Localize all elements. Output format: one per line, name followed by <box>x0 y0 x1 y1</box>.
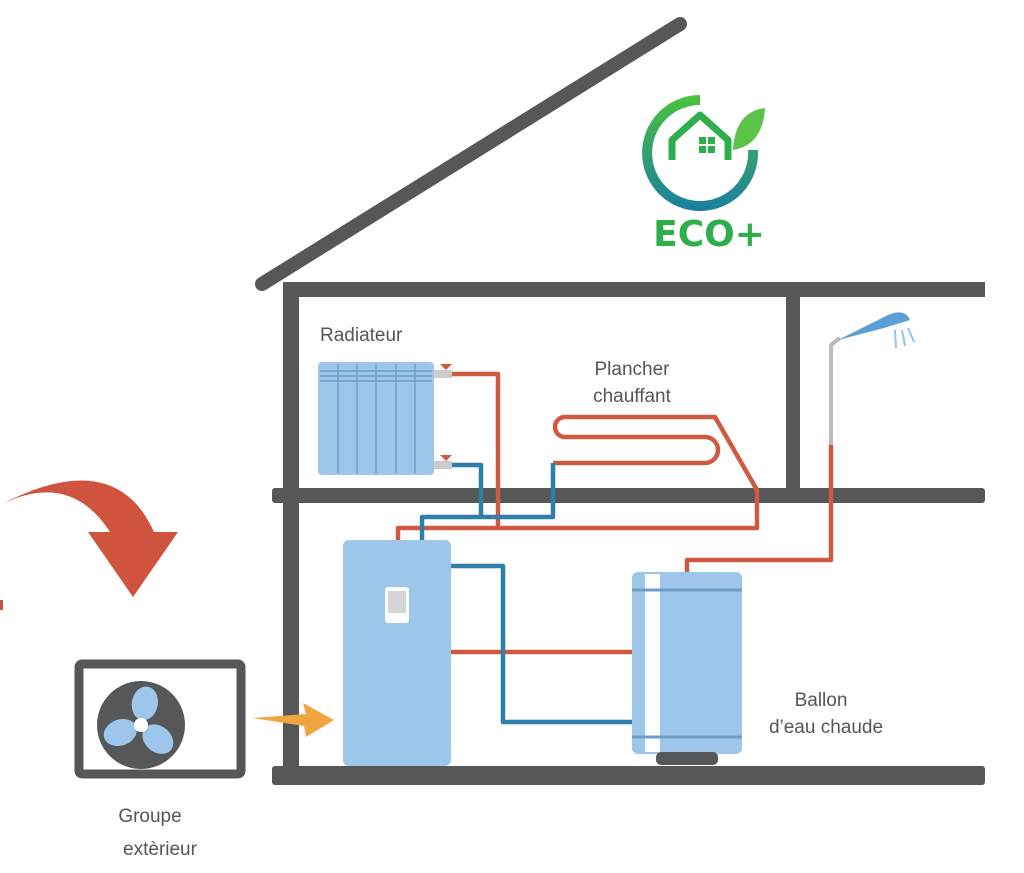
left-wall <box>283 282 299 785</box>
valve-bottom-handle-icon <box>440 455 452 461</box>
valve-top[interactable] <box>434 370 452 378</box>
house-structure <box>255 17 985 785</box>
cold-pipes <box>419 462 632 725</box>
return-manifold-pipe <box>419 463 556 542</box>
heat-capture-arrow-icon <box>0 480 178 597</box>
shower-hot-pipe <box>684 445 834 572</box>
outdoor-unit-label-1: Groupe <box>118 806 181 827</box>
outdoor-unit <box>74 659 246 779</box>
floor-heating-coil <box>395 414 760 542</box>
red-fragment <box>0 600 3 610</box>
logo-text: ECO+ <box>653 214 765 255</box>
valve-bottom[interactable] <box>434 461 452 469</box>
radiator <box>318 362 452 475</box>
middle-floor <box>272 488 985 503</box>
hot-pipes <box>395 371 834 655</box>
tank-label-2: d’eau chaude <box>769 717 883 738</box>
floor-heating-label-1: Plancher <box>595 359 671 380</box>
shower-head-icon <box>838 312 910 340</box>
radiator-supply-pipe <box>452 371 501 528</box>
inner-wall <box>786 290 800 495</box>
leaf-icon <box>733 108 765 150</box>
air-flow-arrow-icon <box>252 703 334 737</box>
shower <box>829 312 915 445</box>
indoor-unit <box>343 540 451 766</box>
tank-label-1: Ballon <box>795 690 848 711</box>
ceiling <box>283 282 985 297</box>
eco-plus-logo: ECO+ <box>642 95 765 255</box>
floor-heating-label-2: chauffant <box>593 386 672 407</box>
roof <box>255 17 687 291</box>
house-icon <box>668 111 732 160</box>
ground-floor <box>272 766 985 785</box>
tank-return-pipe <box>450 563 632 725</box>
radiator-return-pipe <box>452 462 484 517</box>
outdoor-unit-label-2: extèrieur <box>123 839 198 860</box>
hot-water-tank <box>632 572 742 765</box>
valve-top-handle-icon <box>440 364 452 370</box>
radiator-label: Radiateur <box>320 325 403 346</box>
